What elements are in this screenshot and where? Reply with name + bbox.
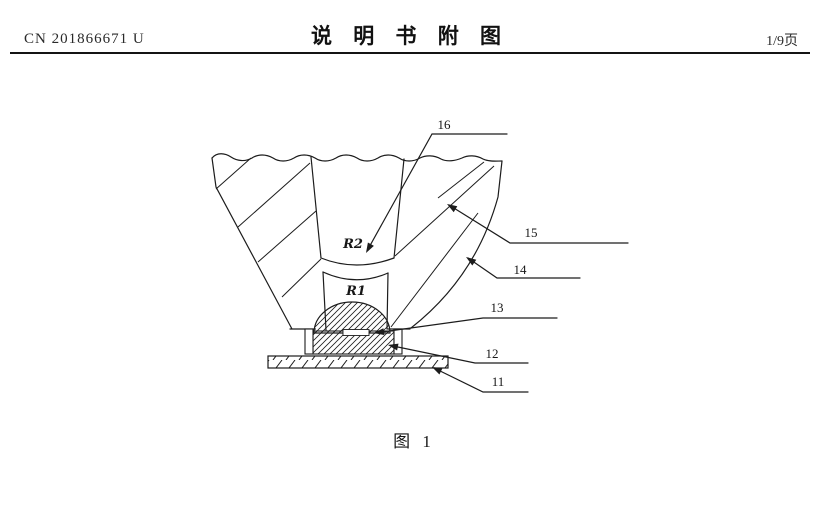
leader-line-16 <box>366 133 508 253</box>
leader-line-14 <box>466 257 581 279</box>
page-title: 说 明 书 附 图 <box>311 24 509 48</box>
leader-line-15 <box>447 204 629 244</box>
base-plate <box>267 355 449 369</box>
figure-caption: 图 1 <box>393 432 435 451</box>
cup-wall-hatching <box>215 157 495 328</box>
cup-right-outer-edge <box>387 160 503 330</box>
encapsulant-dome <box>313 301 391 334</box>
patent-number: CN 201866671 U <box>24 31 145 47</box>
package-right-flange <box>393 328 403 355</box>
leader-line-12 <box>388 343 529 364</box>
leader-line-13 <box>374 317 558 336</box>
break-line-wavy-edge <box>211 153 503 162</box>
cup-inner-wall-left <box>310 156 322 259</box>
package-left-flange <box>304 328 314 355</box>
radius-label-r1: R1 <box>345 284 366 299</box>
leader-line-11 <box>432 367 529 393</box>
led-chip <box>342 329 370 336</box>
ref-label-11: 11 <box>492 374 505 389</box>
ref-label-13: 13 <box>491 300 504 315</box>
cavity-r2-arc <box>320 257 395 266</box>
header-divider <box>10 52 810 54</box>
cup-inner-wall-right <box>393 158 405 259</box>
ref-label-15: 15 <box>525 225 538 240</box>
radius-label-r2: R2 <box>342 237 363 252</box>
page-indicator: 1/9页 <box>766 34 798 49</box>
cup-left-outer-edge <box>211 157 316 330</box>
ref-label-12: 12 <box>486 346 499 361</box>
ref-label-14: 14 <box>514 262 528 277</box>
ref-label-16: 16 <box>438 117 452 132</box>
